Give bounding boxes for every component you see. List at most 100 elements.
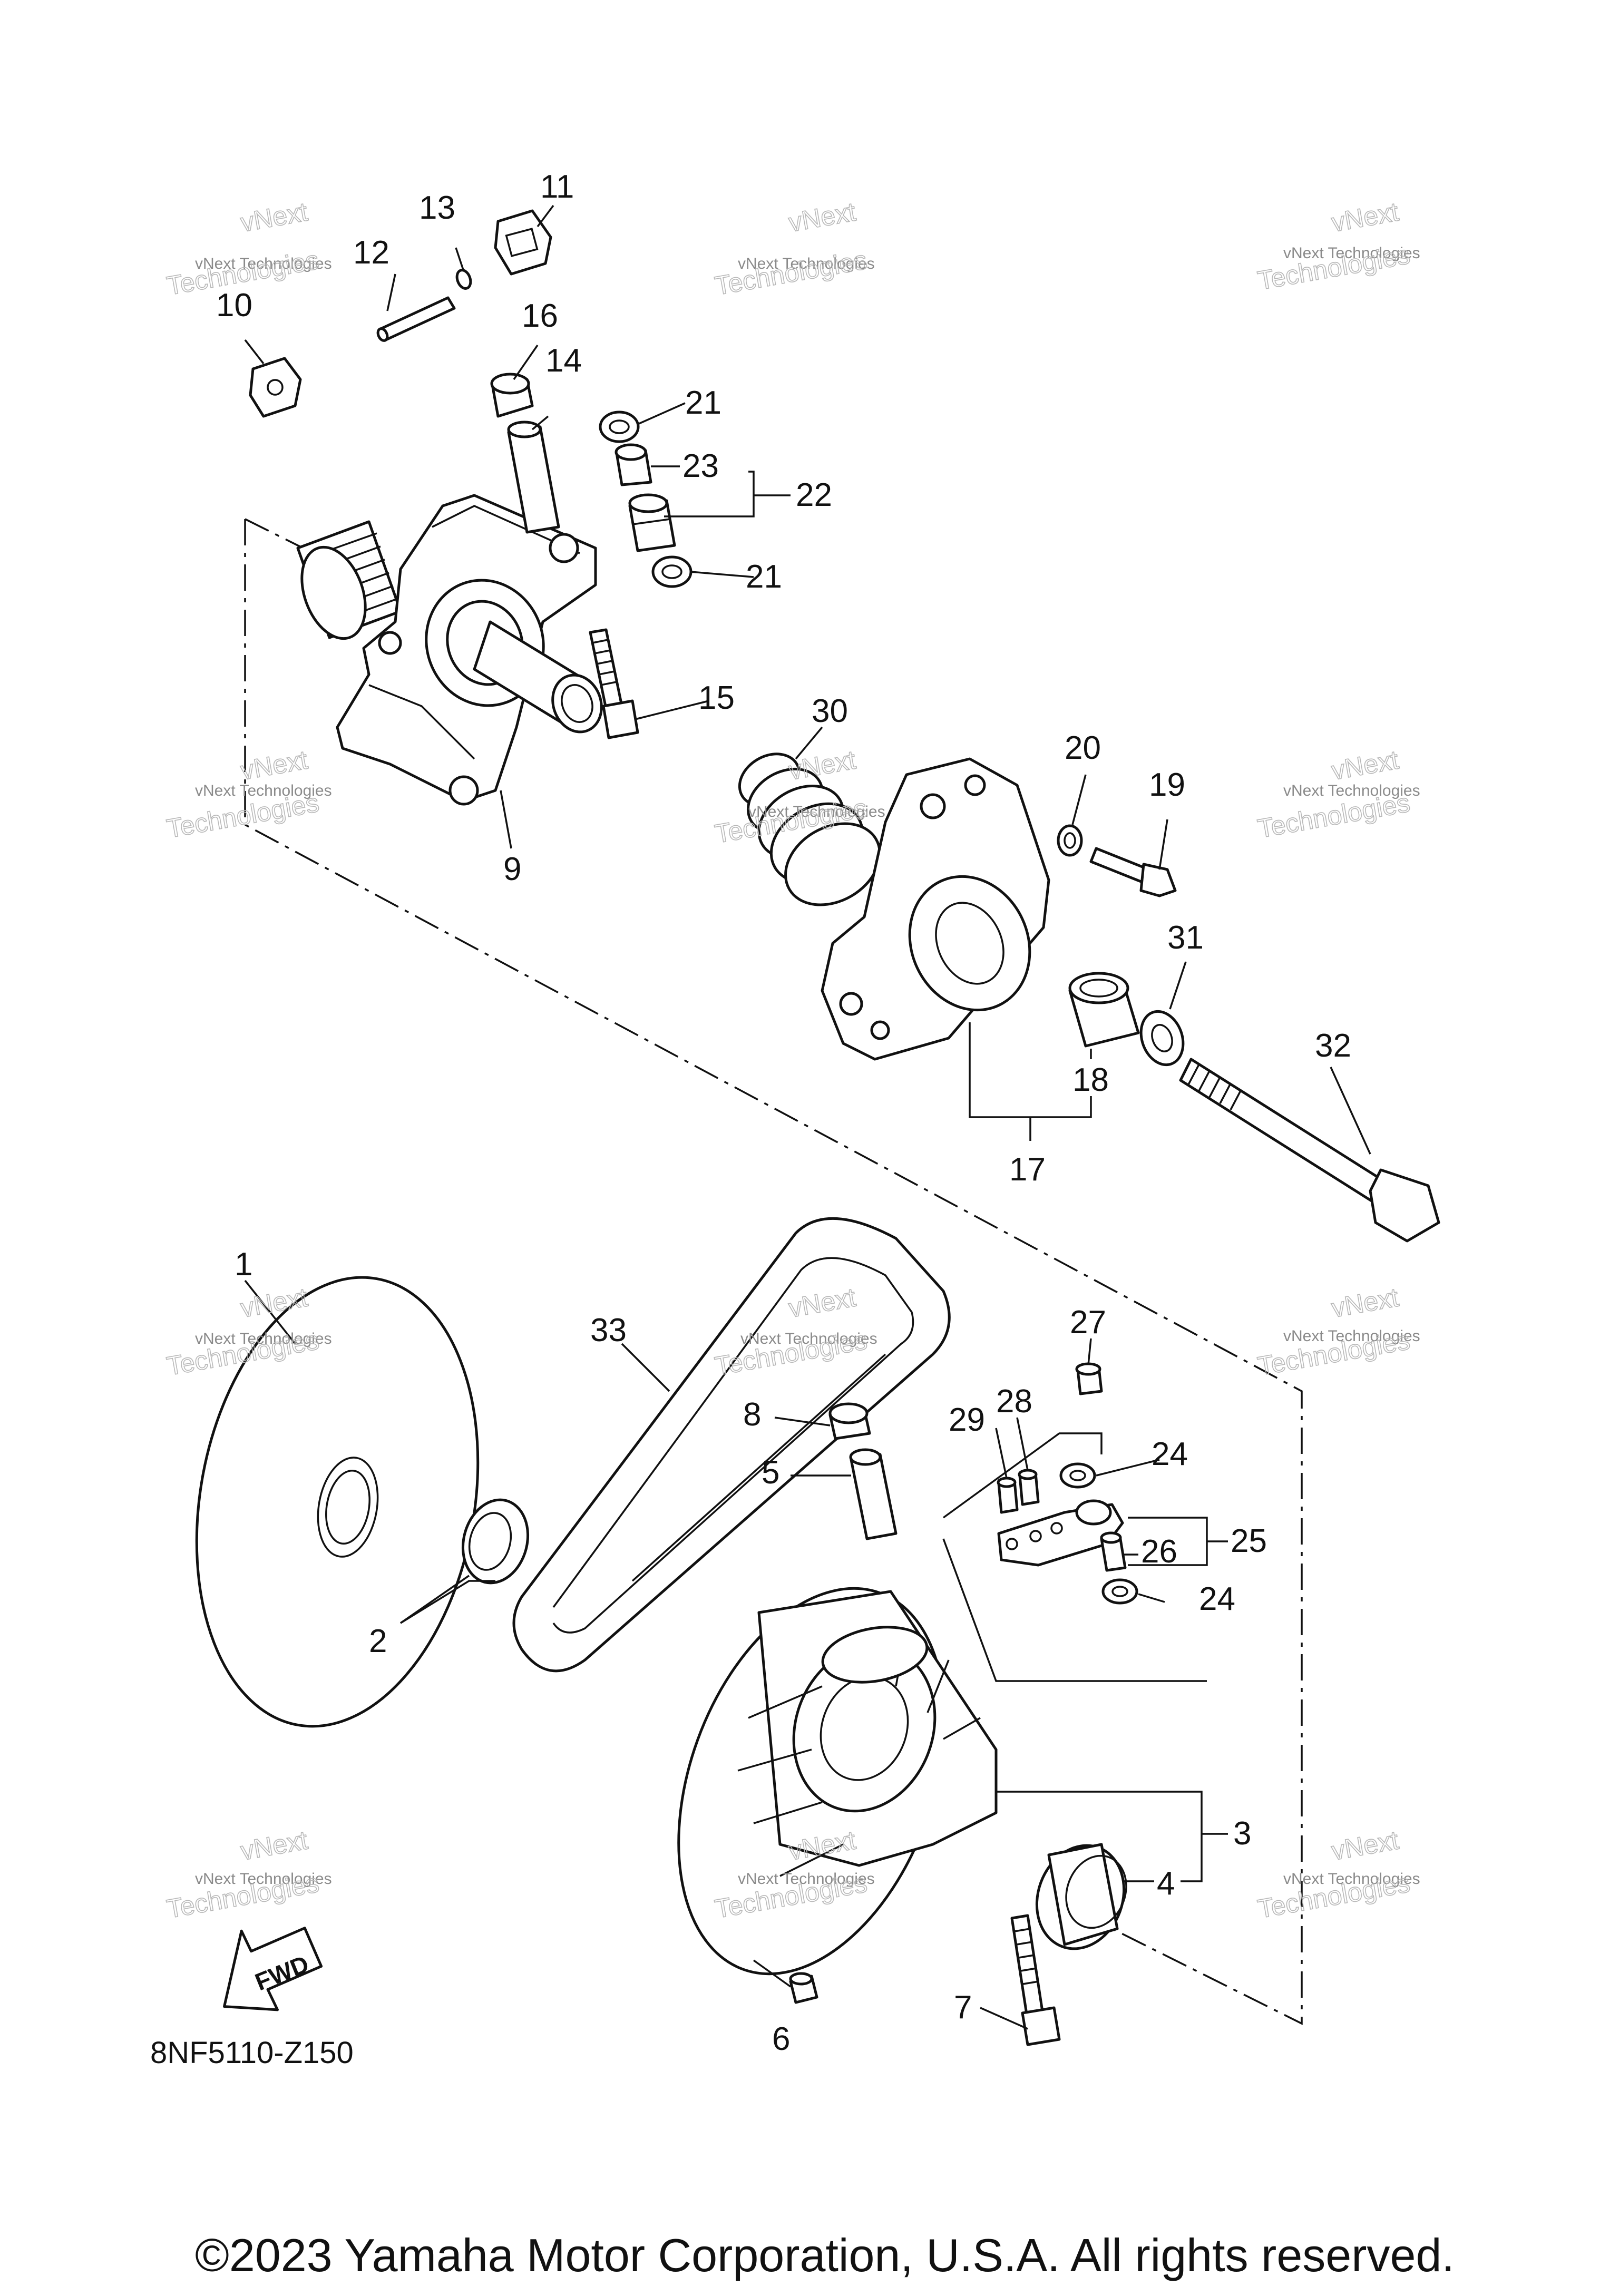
copyright-notice: ©2023 Yamaha Motor Corporation, U.S.A. A… (195, 2229, 1455, 2281)
callout-32: 32 (1315, 1028, 1351, 1064)
svg-text:vNext Technologies: vNext Technologies (195, 1330, 332, 1347)
callout-27: 27 (1070, 1304, 1106, 1341)
fixed-sheave-1 (195, 1276, 480, 1728)
pin-27 (1075, 1362, 1103, 1395)
svg-text:Technologies: Technologies (713, 245, 869, 301)
svg-text:vNext: vNext (786, 197, 858, 237)
callout-18: 18 (1072, 1062, 1109, 1098)
assembly-boundary (244, 518, 1303, 2025)
callout-3: 3 (1233, 1815, 1251, 1852)
washer-20 (1057, 824, 1083, 857)
callout-23: 23 (682, 448, 719, 484)
callout-30: 30 (812, 693, 848, 729)
callout-11: 11 (540, 169, 574, 205)
svg-text:vNext: vNext (1329, 1282, 1401, 1323)
callout-numbers: 1 2 3 4 5 6 7 8 9 10 11 12 13 14 15 16 1… (216, 169, 1351, 2057)
watermark-4: vNext vNext Technologies Technologies (164, 745, 332, 844)
callout-2: 2 (369, 1623, 387, 1659)
svg-text:vNext Technologies: vNext Technologies (195, 255, 332, 272)
bushing-2 (461, 1498, 530, 1585)
pin-12 (376, 296, 456, 342)
collar-5 (849, 1448, 898, 1540)
bolt-19 (1089, 847, 1177, 897)
svg-text:vNext: vNext (238, 745, 310, 785)
spider-hub-9 (296, 494, 603, 806)
watermark-3: vNext vNext Technologies Technologies (1255, 197, 1420, 296)
washer-24-bottom (1101, 1578, 1138, 1605)
watermark-1: vNext vNext Technologies Technologies (164, 197, 332, 301)
svg-text:vNext Technologies: vNext Technologies (1283, 1870, 1420, 1888)
callout-24-bottom: 24 (1199, 1581, 1235, 1617)
watermark-12: vNext vNext Technologies Technologies (1255, 1825, 1420, 1924)
watermark-2: vNext vNext Technologies Technologies (712, 197, 875, 301)
svg-text:vNext Technologies: vNext Technologies (195, 782, 332, 799)
bolt-32 (1179, 1058, 1440, 1243)
svg-text:vNext Technologies: vNext Technologies (738, 1870, 875, 1888)
fwd-arrow-icon: FWD (223, 1927, 323, 2011)
svg-text:vNext Technologies: vNext Technologies (1283, 782, 1420, 799)
washer-31 (1139, 1010, 1185, 1067)
roller-22 (628, 493, 676, 552)
callout-25: 25 (1231, 1523, 1267, 1559)
slider-10 (249, 357, 302, 418)
callout-21-top: 21 (685, 385, 721, 421)
callout-17: 17 (1009, 1151, 1046, 1188)
circlip-13 (455, 269, 472, 290)
svg-text:vNext Technologies: vNext Technologies (195, 1870, 332, 1888)
movable-sheave-3 (677, 1587, 998, 1976)
svg-text:vNext: vNext (238, 1825, 310, 1865)
callout-29: 29 (949, 1402, 985, 1438)
callout-15: 15 (698, 680, 735, 716)
svg-text:vNext: vNext (1329, 1825, 1401, 1865)
callout-5: 5 (762, 1454, 779, 1491)
bolt-15 (589, 628, 639, 739)
callout-21-bottom: 21 (746, 559, 782, 595)
pin-29 (997, 1477, 1019, 1514)
watermark-10: vNext vNext Technologies Technologies (164, 1825, 332, 1924)
callout-14: 14 (545, 343, 582, 379)
svg-text:vNext: vNext (1329, 197, 1401, 237)
svg-text:vNext: vNext (786, 745, 858, 785)
callout-31: 31 (1167, 920, 1204, 956)
cover-17 (821, 757, 1050, 1061)
callout-26: 26 (1141, 1533, 1177, 1570)
svg-text:vNext Technologies: vNext Technologies (1283, 1327, 1420, 1345)
svg-text:vNext: vNext (1329, 745, 1401, 785)
nut-16 (490, 373, 534, 418)
seal-4 (1035, 1843, 1127, 1950)
callout-20: 20 (1065, 730, 1101, 766)
pin-6 (789, 1972, 818, 2004)
callout-1: 1 (235, 1246, 252, 1283)
svg-text:vNext Technologies: vNext Technologies (748, 803, 885, 820)
callout-33: 33 (590, 1312, 627, 1349)
svg-text:vNext Technologies: vNext Technologies (738, 255, 875, 272)
bushing-23 (615, 443, 652, 486)
callout-4: 4 (1157, 1865, 1175, 1902)
callout-13: 13 (419, 190, 455, 226)
callout-9: 9 (503, 851, 521, 887)
nut-8 (828, 1402, 871, 1440)
callout-22: 22 (796, 477, 832, 513)
washer-21-top (599, 411, 640, 443)
bolt-7 (1010, 1914, 1061, 2046)
svg-text:vNext Technologies: vNext Technologies (740, 1330, 877, 1347)
callout-24-top: 24 (1152, 1436, 1188, 1472)
washer-21-bottom (651, 555, 693, 588)
drive-belt-33 (512, 1217, 951, 1673)
watermark-6: vNext vNext Technologies Technologies (1255, 745, 1420, 844)
diagram-code: 8NF5110-Z150 (150, 2036, 354, 2070)
collar-14 (507, 421, 560, 534)
svg-text:vNext: vNext (238, 197, 310, 237)
watermark-9: vNext vNext Technologies Technologies (1255, 1282, 1420, 1382)
callout-12: 12 (353, 235, 389, 271)
spring-30 (738, 753, 881, 906)
washer-24-top (1059, 1462, 1096, 1489)
slider-11 (494, 209, 552, 276)
callout-7: 7 (954, 1989, 972, 2026)
callout-8: 8 (743, 1396, 761, 1433)
svg-text:vNext Technologies: vNext Technologies (1283, 245, 1420, 262)
pin-28 (1018, 1469, 1040, 1506)
callout-6: 6 (772, 2021, 790, 2057)
